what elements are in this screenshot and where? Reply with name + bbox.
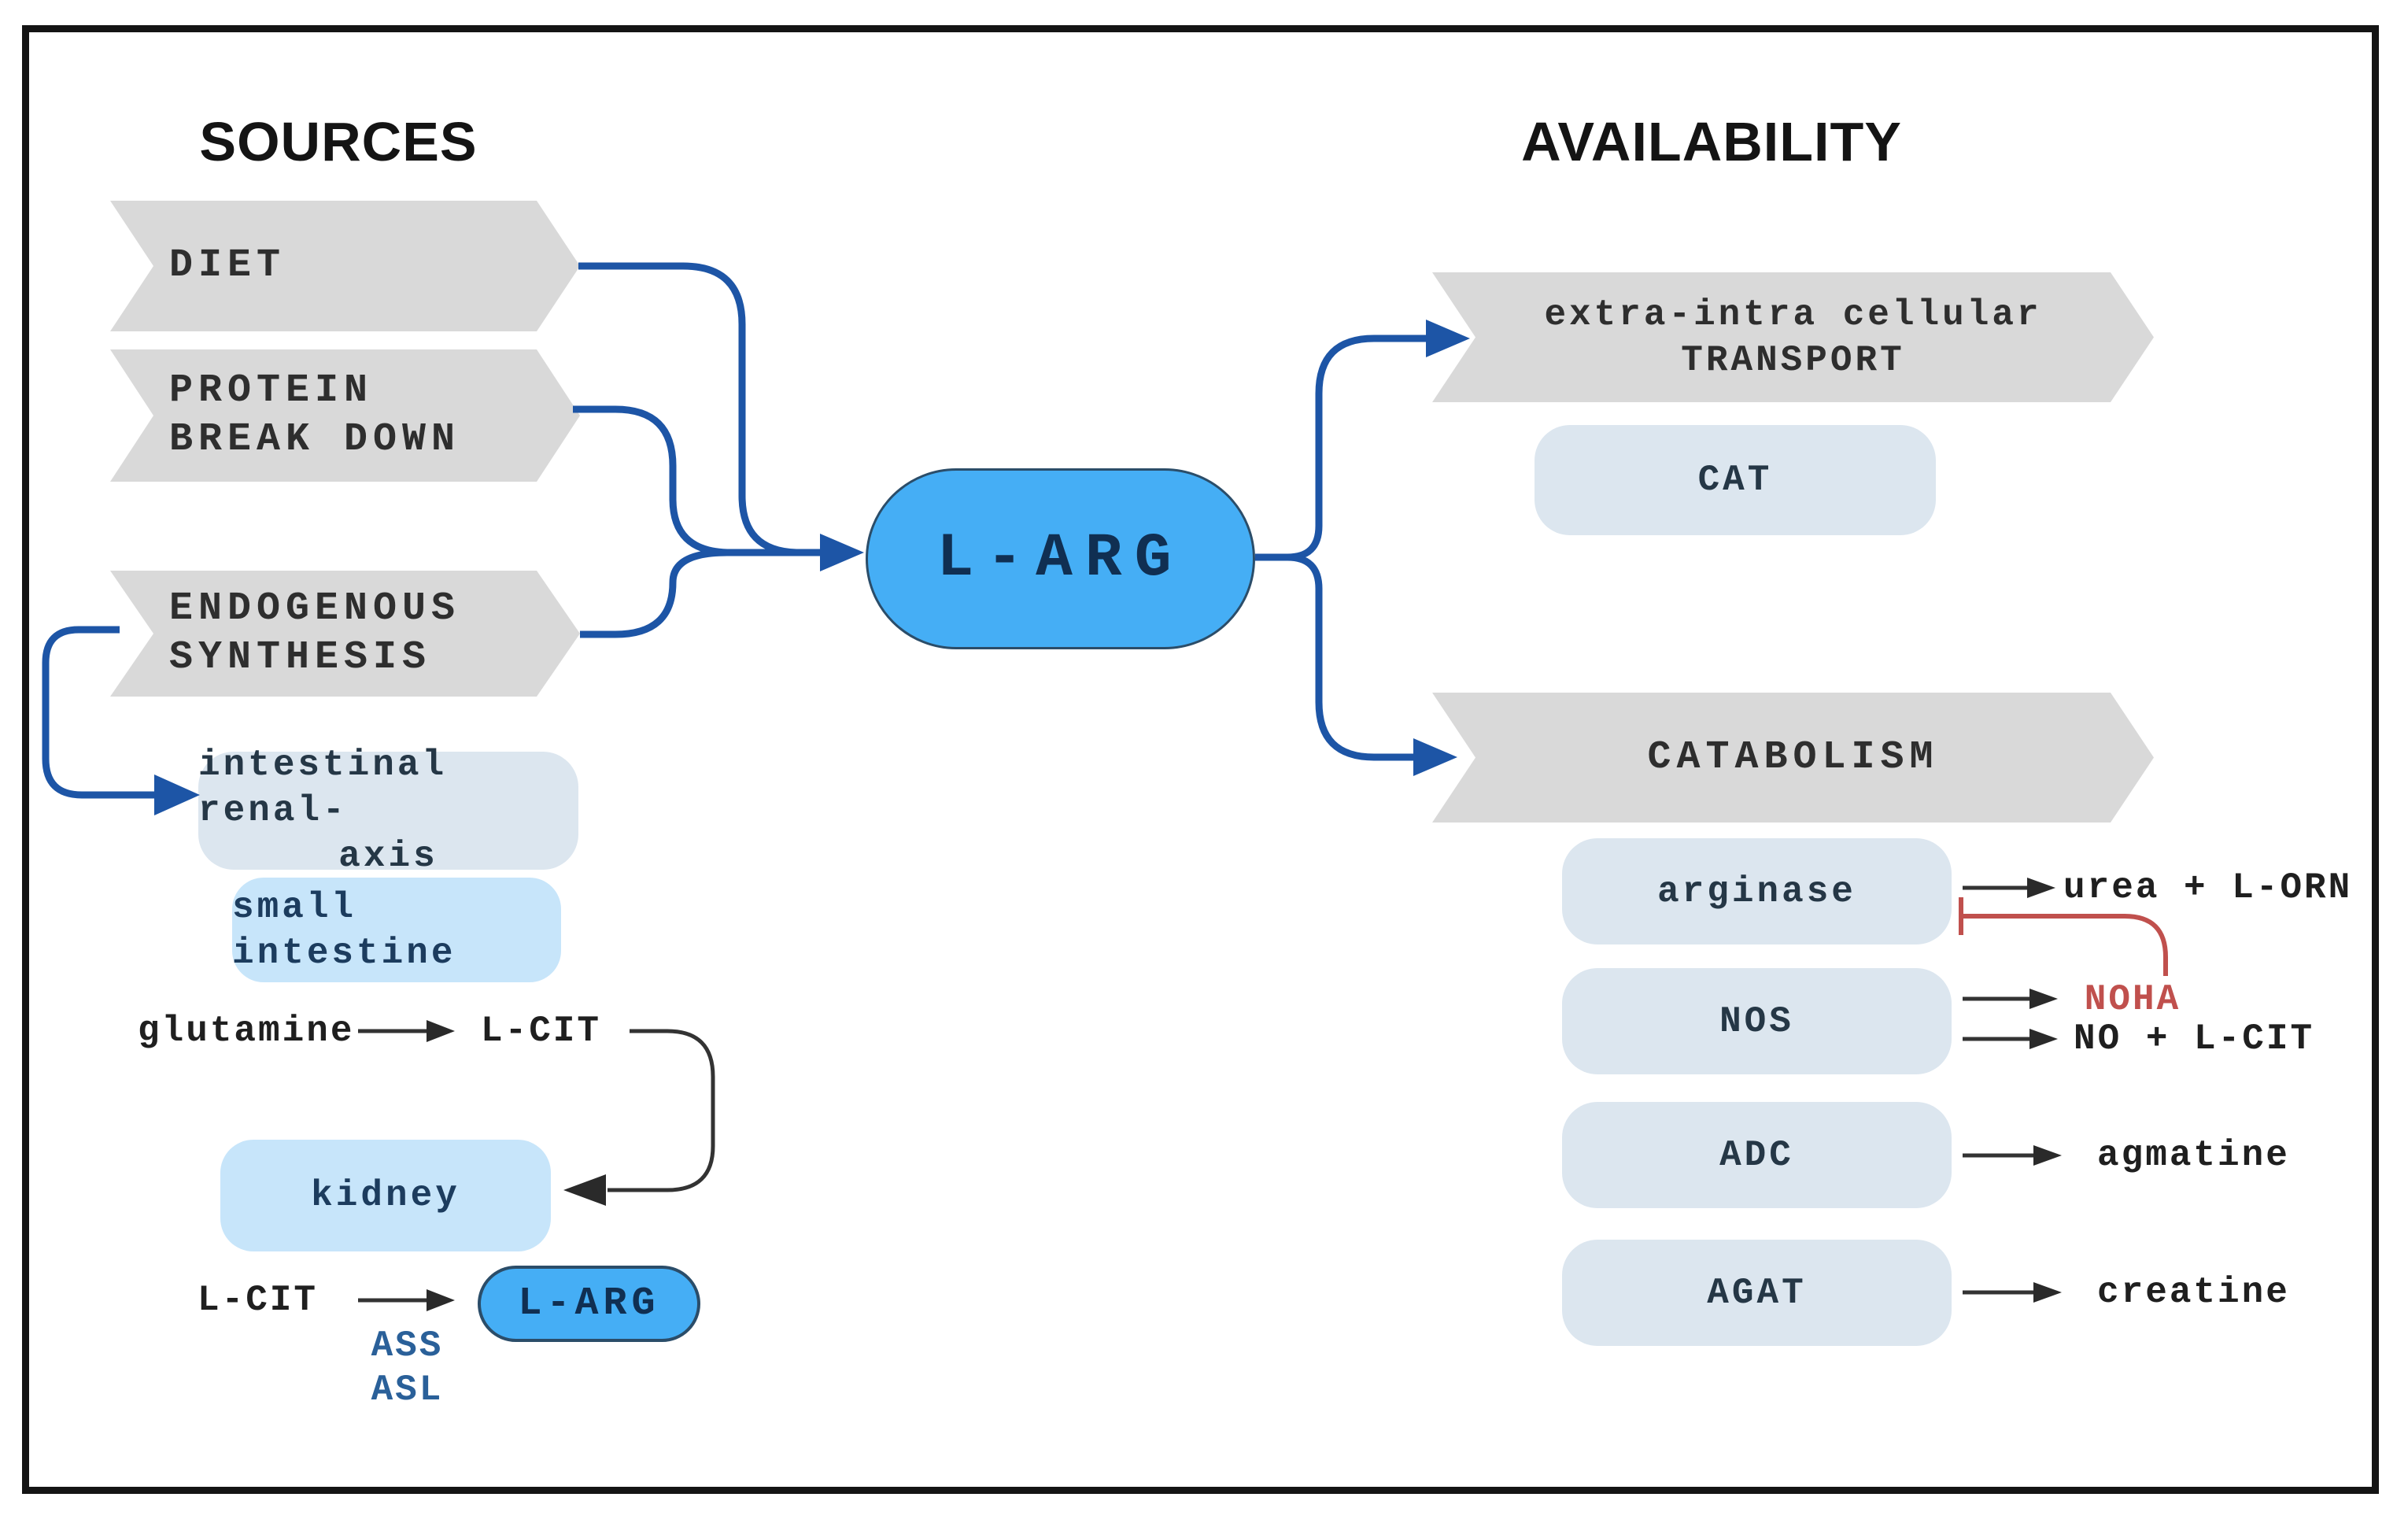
noha-label: NOHA (2084, 979, 2181, 1020)
diet-to-larg-connector (578, 262, 820, 556)
urea-l-orn-label: urea + L-ORN (2063, 867, 2353, 908)
banner-catabolism: CATABOLISM (1432, 693, 2154, 822)
availability-section-title: AVAILABILITY (1521, 111, 1902, 172)
agmatine-label: agmatine (2097, 1135, 2290, 1176)
agat-label: AGAT (1707, 1272, 1807, 1314)
arrowhead-into-renal-axis-icon (154, 774, 200, 815)
transport-line1: extra-intra cellular (1544, 294, 2042, 335)
larg-to-catabolism-connector (1255, 553, 1413, 761)
box-adc: ADC (1562, 1102, 1952, 1208)
box-kidney: kidney (220, 1140, 551, 1251)
box-small-intestine: small intestine (232, 878, 561, 982)
arrowhead-creatine-icon (2033, 1282, 2062, 1303)
arginase-label: arginase (1657, 871, 1856, 912)
banner-transport: extra-intra cellular TRANSPORT (1432, 272, 2154, 402)
sources-section-title: SOURCES (199, 111, 478, 172)
arrowhead-into-transport-icon (1426, 320, 1470, 357)
box-cat-transporter: CAT (1535, 425, 1936, 535)
no-l-cit-label: NO + L-CIT (2074, 1018, 2315, 1059)
node-l-arg-kidney-product: L-ARG (478, 1266, 700, 1342)
small-intestine-label: small intestine (232, 886, 456, 974)
kidney-label: kidney (311, 1175, 460, 1216)
noha-inhibits-arginase-connector (1961, 914, 2168, 976)
arrowhead-no-lcit-icon (2029, 1029, 2058, 1049)
arrowhead-into-larg-icon (820, 534, 864, 571)
arrowhead-lcit-larg-icon (427, 1289, 455, 1311)
ass-enzyme-label: ASS (371, 1325, 444, 1366)
banner-protein-line2: BREAK DOWN (169, 417, 461, 462)
banner-endogenous-line1: ENDOGENOUS (169, 586, 461, 631)
node-l-arg-central: L-ARG (866, 468, 1255, 649)
lcit-to-kidney-connector (608, 1029, 715, 1192)
protein-to-larg-connector (573, 405, 820, 556)
banner-endogenous-line2: SYNTHESIS (169, 635, 432, 680)
cat-label: CAT (1697, 460, 1773, 501)
creatine-label: creatine (2097, 1272, 2290, 1313)
box-arginase: arginase (1562, 838, 1952, 944)
l-arg-central-label: L-ARG (936, 524, 1184, 593)
asl-enzyme-label: ASL (371, 1370, 444, 1410)
box-intestinal-renal-axis: intestinal renal- axis (198, 745, 578, 877)
transport-line2: TRANSPORT (1681, 339, 1905, 381)
banner-protein-breakdown: PROTEIN BREAK DOWN (110, 349, 580, 482)
renal-axis-line1: intestinal renal- (198, 745, 448, 831)
glutamine-label: glutamine (138, 1011, 355, 1052)
banner-diet: DIET (110, 201, 580, 331)
banner-diet-label: DIET (169, 243, 286, 288)
catabolism-label: CATABOLISM (1647, 734, 1939, 780)
renal-axis-line2: axis (338, 836, 438, 877)
arrowhead-into-catabolism-icon (1413, 738, 1457, 776)
banner-endogenous-synthesis: ENDOGENOUS SYNTHESIS (110, 571, 580, 697)
arrowhead-urea-icon (2027, 878, 2055, 898)
adc-label: ADC (1719, 1134, 1794, 1176)
banner-protein-line1: PROTEIN (169, 368, 374, 413)
arrowhead-agmatine-icon (2033, 1145, 2062, 1166)
l-arg-product-label: L-ARG (518, 1281, 660, 1326)
larg-to-transport-connector (1255, 335, 1426, 561)
box-agat: AGAT (1562, 1240, 1952, 1346)
arrowhead-into-kidney-icon (563, 1174, 606, 1206)
arrowhead-noha-icon (2029, 989, 2058, 1009)
arrowhead-glutamine-lcit-icon (427, 1020, 455, 1042)
l-cit-lower-label: L-CIT (197, 1280, 319, 1321)
l-cit-upper-label: L-CIT (480, 1011, 602, 1052)
box-nos: NOS (1562, 968, 1952, 1074)
endogenous-to-larg-connector (580, 549, 728, 638)
endogenous-to-renal-axis-connector (42, 626, 154, 799)
nos-label: NOS (1719, 1000, 1794, 1042)
